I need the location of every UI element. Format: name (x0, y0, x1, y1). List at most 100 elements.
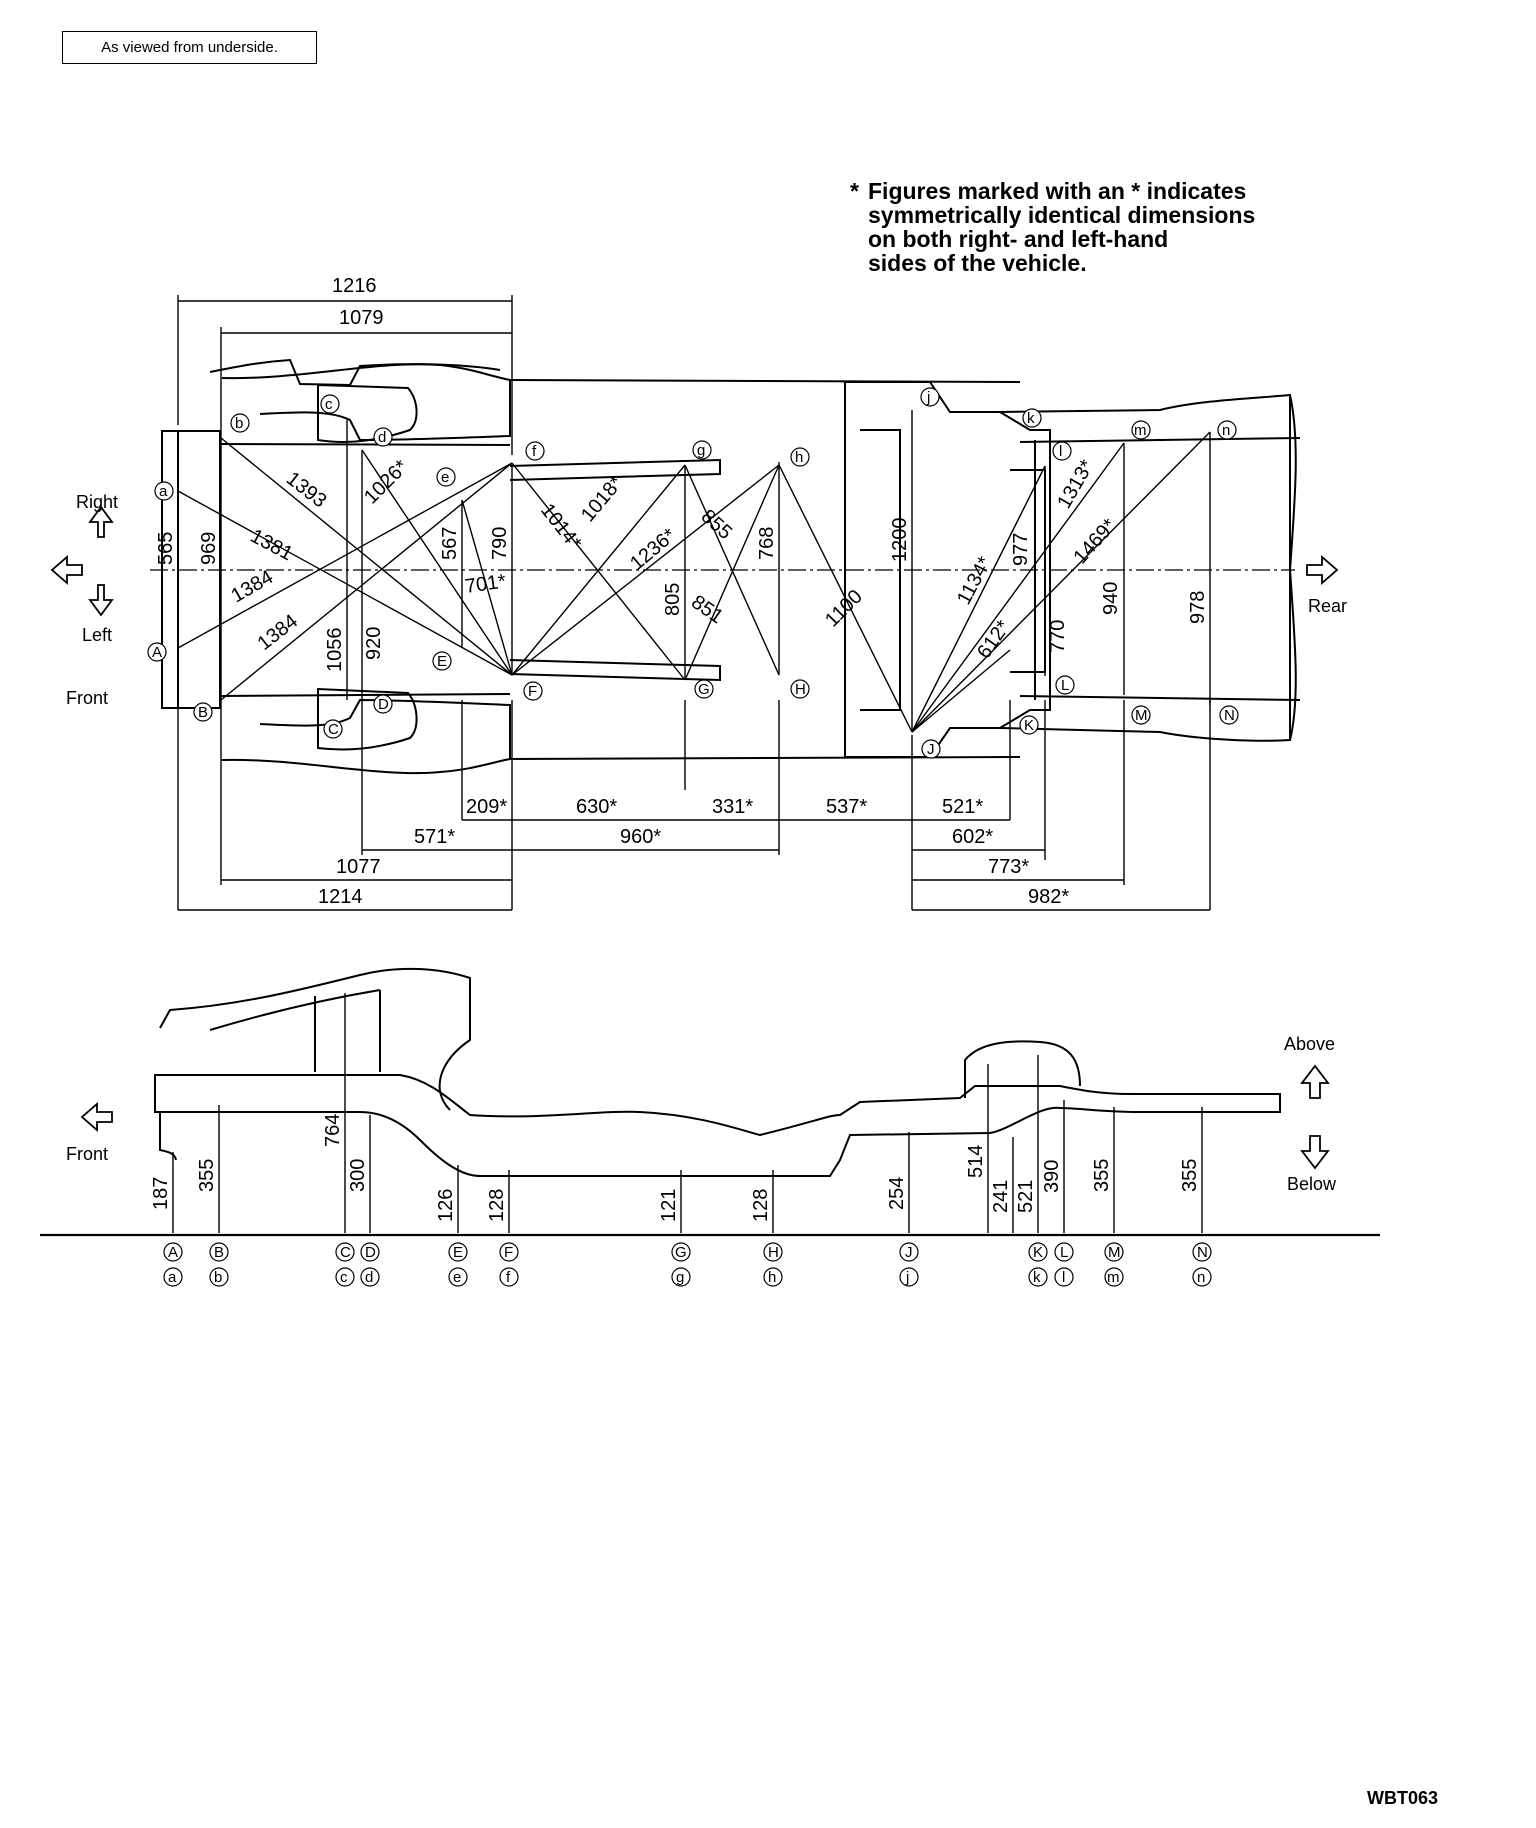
station-h-label: h (768, 1269, 776, 1286)
station-L-circle (1054, 1242, 1074, 1262)
station-d-circle (360, 1267, 380, 1287)
station-m-circle (1104, 1267, 1124, 1287)
dim-diag-1018: 1018* (577, 472, 628, 526)
dim-v-920: 920 (363, 627, 385, 660)
plan-orientation: Right Left Front Rear (50, 492, 1347, 708)
station-D-circle (360, 1242, 380, 1262)
point-F-label: F (528, 683, 537, 700)
station-a-label: a (168, 1269, 177, 1286)
point-D-label: D (378, 696, 389, 713)
station-L-label: L (1060, 1244, 1068, 1261)
station-N-label: N (1197, 1244, 1208, 1261)
side-height-values: 187 355 764 300 126 128 121 128 254 514 … (150, 1114, 1201, 1222)
dim-diag-1100: 1100 (821, 586, 867, 632)
height-F-128: 128 (486, 1189, 508, 1222)
point-c-circle (320, 394, 340, 414)
dim-b1-209: 209* (466, 796, 507, 818)
point-c-label: c (325, 396, 333, 413)
station-B-label: B (214, 1244, 224, 1261)
dim-v-977: 977 (1010, 533, 1032, 566)
point-a-label: a (159, 483, 168, 500)
station-A-circle (163, 1242, 183, 1262)
station-b-label: b (214, 1269, 222, 1286)
height-E-126: 126 (435, 1189, 457, 1222)
dim-v-768: 768 (756, 527, 778, 560)
dim-v-1056: 1056 (324, 628, 346, 673)
point-N-circle (1219, 705, 1239, 725)
point-E-label: E (437, 653, 447, 670)
point-J-circle (921, 739, 941, 759)
point-m-label: m (1134, 422, 1147, 439)
point-B-circle (193, 702, 213, 722)
footnote-line-4: sides of the vehicle. (868, 250, 1087, 276)
dim-b3-1077: 1077 (336, 856, 381, 878)
station-j-label: j (905, 1269, 909, 1286)
dim-diag-1469: 1469* (1069, 515, 1120, 569)
side-station-labels: A B C D E F G H J K L M N a b c d e f g … (163, 1242, 1212, 1287)
point-J-label: J (927, 741, 935, 758)
dim-v-567: 567 (439, 527, 461, 560)
point-l-label: l (1059, 443, 1062, 460)
side-orientation: Front Above Below (66, 1034, 1337, 1194)
station-j-circle (899, 1267, 919, 1287)
dim-b3-773: 773* (988, 856, 1029, 878)
point-G-circle (694, 679, 714, 699)
height-N-355: 355 (1179, 1159, 1201, 1192)
height-L-390: 390 (1041, 1160, 1063, 1193)
dim-b1-537: 537* (826, 796, 867, 818)
height-B-355: 355 (196, 1159, 218, 1192)
point-a-circle (154, 481, 174, 501)
point-k-label: k (1027, 410, 1035, 427)
point-B-label: B (198, 704, 208, 721)
dim-b2-602: 602* (952, 826, 993, 848)
point-b-label: b (235, 415, 243, 432)
point-e-circle (436, 467, 456, 487)
footnote-asterisk: * (850, 178, 859, 204)
dim-b4-1214: 1214 (318, 886, 363, 908)
station-F-label: F (504, 1244, 513, 1261)
point-l-circle (1052, 441, 1072, 461)
dim-v-969: 969 (198, 532, 220, 565)
height-k-521: 521 (1015, 1180, 1037, 1213)
point-j-circle (920, 387, 940, 407)
height-A-187: 187 (150, 1177, 172, 1210)
dim-diag-1384-b: 1384 (254, 610, 303, 655)
point-d-label: d (378, 429, 386, 446)
point-D-circle (373, 694, 393, 714)
station-n-label: n (1197, 1269, 1205, 1286)
above-label: Above (1284, 1034, 1335, 1054)
point-H-circle (790, 679, 810, 699)
rear-arrow-icon (1306, 555, 1339, 585)
point-j-label: j (926, 389, 930, 406)
dim-b2-960: 960* (620, 826, 661, 848)
point-e-label: e (441, 469, 449, 486)
dim-v-790: 790 (489, 527, 511, 560)
station-F-circle (499, 1242, 519, 1262)
height-K-241: 241 (990, 1180, 1012, 1213)
point-h-circle (790, 447, 810, 467)
dim-v-805: 805 (662, 583, 684, 616)
dim-top-1216: 1216 (332, 275, 377, 297)
point-L-label: L (1061, 677, 1069, 694)
right-arrow-icon (88, 505, 114, 538)
station-c-circle (335, 1267, 355, 1287)
height-C-764: 764 (322, 1114, 344, 1147)
station-H-label: H (768, 1244, 779, 1261)
point-f-label: f (532, 443, 537, 460)
right-label: Right (76, 492, 118, 512)
station-B-circle (209, 1242, 229, 1262)
dim-diag-701: 701* (464, 570, 508, 598)
above-arrow-icon (1300, 1064, 1330, 1099)
point-A-circle (147, 642, 167, 662)
point-f-circle (525, 441, 545, 461)
view-note-text: As viewed from underside. (101, 39, 278, 56)
footnote-line-2: symmetrically identical dimensions (868, 202, 1256, 228)
height-D-300: 300 (347, 1159, 369, 1192)
station-k-label: k (1033, 1269, 1041, 1286)
dim-b1-521: 521* (942, 796, 983, 818)
point-n-circle (1217, 420, 1237, 440)
station-K-label: K (1033, 1244, 1043, 1261)
point-M-label: M (1135, 707, 1148, 724)
front-arrow-icon (50, 555, 83, 585)
below-label: Below (1287, 1174, 1337, 1194)
